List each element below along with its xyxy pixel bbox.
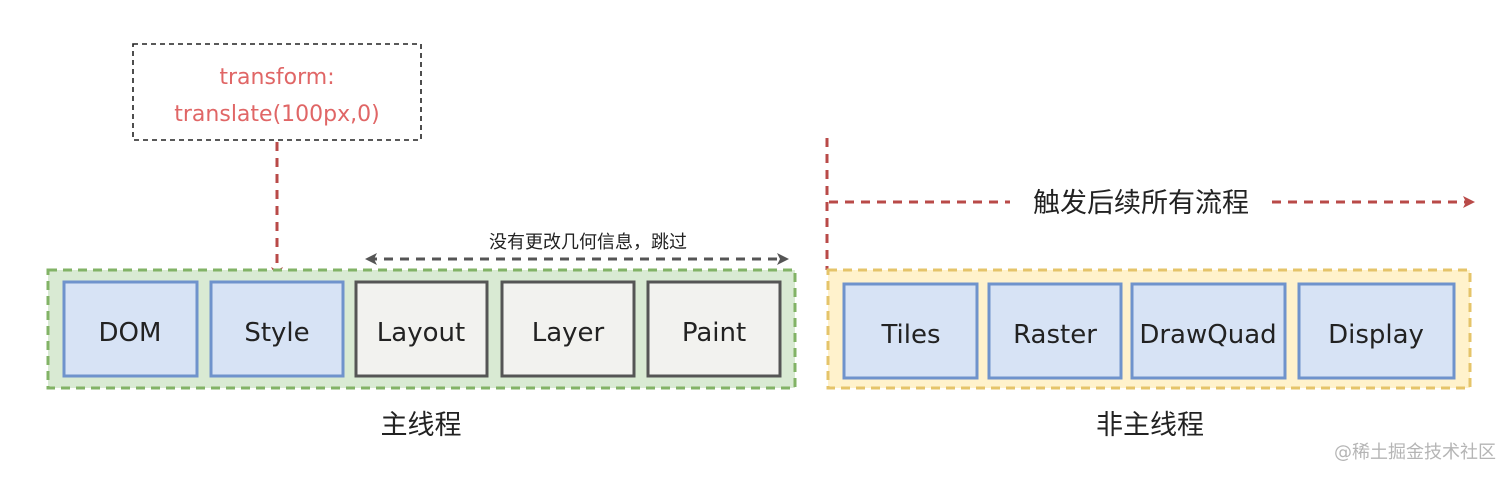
transform-note: transform: translate(100px,0) <box>132 43 422 141</box>
main-thread-stage-style: Style <box>209 280 345 378</box>
stage-label: Paint <box>682 318 746 348</box>
skip-label: 没有更改几何信息，跳过 <box>489 232 687 253</box>
stage-label: Tiles <box>880 320 940 350</box>
non-main-thread-stage-tiles: Tiles <box>842 282 979 380</box>
main-thread-stage-dom: DOM <box>62 280 199 378</box>
non-main-thread-label: 非主线程 <box>1096 410 1204 441</box>
stage-label: Style <box>244 318 309 348</box>
main-thread-stage-layout: Layout <box>354 280 489 378</box>
stage-label: Layer <box>532 318 605 348</box>
trigger-label: 触发后续所有流程 <box>1033 188 1249 219</box>
transform-note-box <box>132 43 422 141</box>
transform-note-line2: translate(100px,0) <box>174 102 379 127</box>
main-thread-stage-paint: Paint <box>646 280 782 378</box>
non-main-thread-stage-drawquad: DrawQuad <box>1130 282 1287 380</box>
non-main-thread-stage-display: Display <box>1297 282 1456 380</box>
main-thread-stage-layer: Layer <box>500 280 636 378</box>
non-main-thread-stage-raster: Raster <box>987 282 1123 380</box>
stage-label: DrawQuad <box>1139 320 1276 350</box>
transform-note-line1: transform: <box>219 65 334 90</box>
watermark: @稀土掘金技术社区 <box>1334 442 1496 463</box>
stage-label: Layout <box>377 318 465 348</box>
stage-label: DOM <box>99 318 162 348</box>
main-thread-label: 主线程 <box>381 410 462 441</box>
stage-label: Display <box>1328 320 1424 350</box>
stage-label: Raster <box>1013 320 1097 350</box>
